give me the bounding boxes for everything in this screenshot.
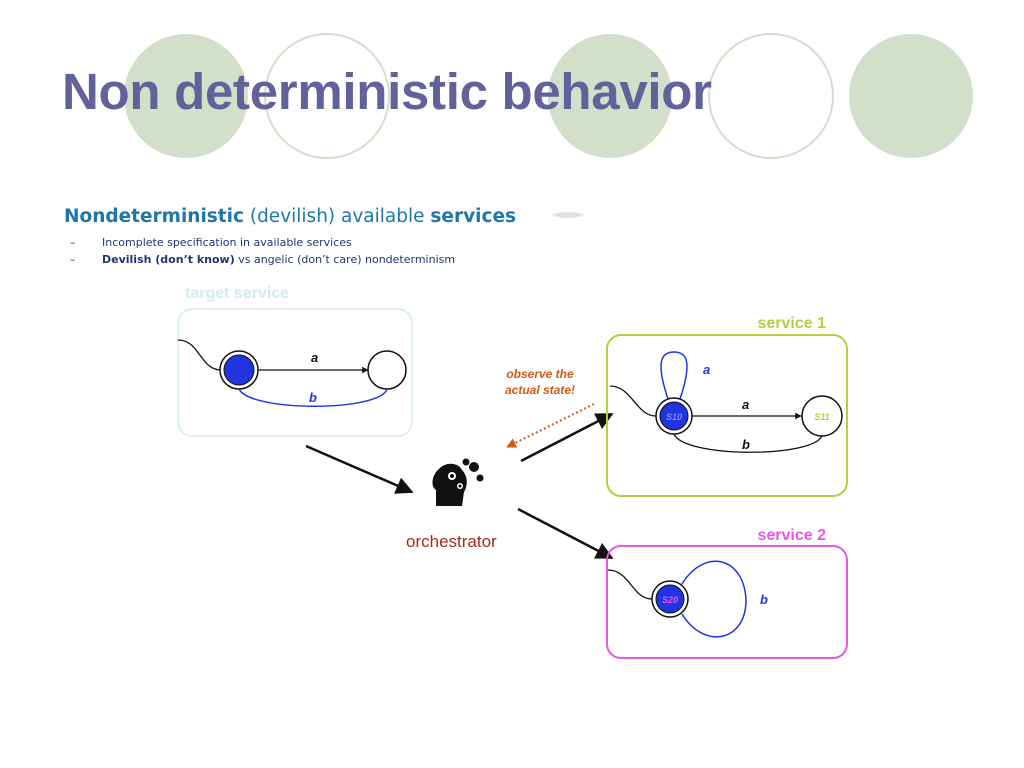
- service2-state-s20: [655, 584, 685, 614]
- service1-loop-a-label: a: [703, 362, 710, 377]
- target-edge-b: [238, 388, 388, 407]
- deco-circle-filled: [548, 34, 672, 158]
- deco-circle-filled: [124, 34, 248, 158]
- service1-state-s10-label: S10: [666, 412, 682, 422]
- bullet-bold: Devilish (don’t know): [102, 253, 235, 266]
- bullet-item: – Devilish (don’t know) vs angelic (don’t…: [70, 251, 455, 268]
- slide-title: Non deterministic behavior: [62, 63, 712, 120]
- service2-loop-b-label: b: [760, 592, 768, 607]
- service1-label: service 1: [757, 315, 826, 332]
- target-edge-b-label: b: [309, 390, 317, 405]
- deco-circle-outline: [264, 33, 390, 159]
- target-service-label: target service: [185, 285, 289, 302]
- deco-circle-outline: [708, 33, 834, 159]
- bullet-text: vs angelic (don’t care) nondeterminism: [234, 253, 456, 266]
- service1-box: [606, 334, 848, 497]
- bullet-item: – Incomplete specification in available s…: [70, 234, 455, 251]
- service2-state-s20-label: S20: [662, 595, 678, 605]
- observe-label-line2: actual state!: [505, 383, 575, 397]
- service1-state-s11-label: S11: [814, 412, 829, 422]
- target-service-box: [177, 308, 413, 437]
- bullet-list: – Incomplete specification in available s…: [70, 234, 455, 268]
- service2-loop-b: [681, 560, 747, 638]
- decorative-circles: [124, 33, 973, 159]
- service1-initial-edge: [609, 385, 657, 417]
- heading-bold-nondeterministic: Nondeterministic: [64, 206, 244, 227]
- bullet-dash: –: [70, 236, 76, 249]
- orchestrator-to-service2-arrow: [517, 507, 614, 560]
- service1-loop-a: [660, 351, 688, 400]
- orchestrator-label: orchestrator: [406, 532, 497, 551]
- observe-dotted-arrow: [506, 403, 595, 448]
- deco-circle-filled: [849, 34, 973, 158]
- target-initial-state: [223, 354, 255, 386]
- bullet-dash: –: [70, 253, 76, 266]
- service2-initial-edge: [607, 569, 653, 600]
- heading-smudge: [548, 211, 588, 219]
- target-edge-a-label: a: [311, 350, 318, 365]
- bullet-text: Incomplete specification in available se…: [102, 236, 352, 249]
- target-second-state: [367, 350, 407, 390]
- service2-box: [606, 545, 848, 659]
- service1-edge-a-label: a: [742, 397, 749, 412]
- target-initial-edge: [177, 339, 222, 371]
- target-to-orchestrator-arrow: [305, 444, 414, 494]
- service2-label: service 2: [757, 527, 826, 544]
- service1-edge-b-label: b: [742, 437, 750, 452]
- orchestrator-to-service1-arrow: [520, 412, 614, 463]
- heading-middle: (devilish) available: [243, 206, 431, 227]
- orchestrator-head-icon: [432, 458, 484, 506]
- heading-bold-services: services: [430, 206, 517, 227]
- service1-edge-b: [673, 433, 823, 453]
- section-heading: Nondeterministic (devilish) available se…: [64, 206, 516, 227]
- service1-state-s10: [659, 401, 689, 431]
- observe-label-line1: observe the: [506, 367, 574, 381]
